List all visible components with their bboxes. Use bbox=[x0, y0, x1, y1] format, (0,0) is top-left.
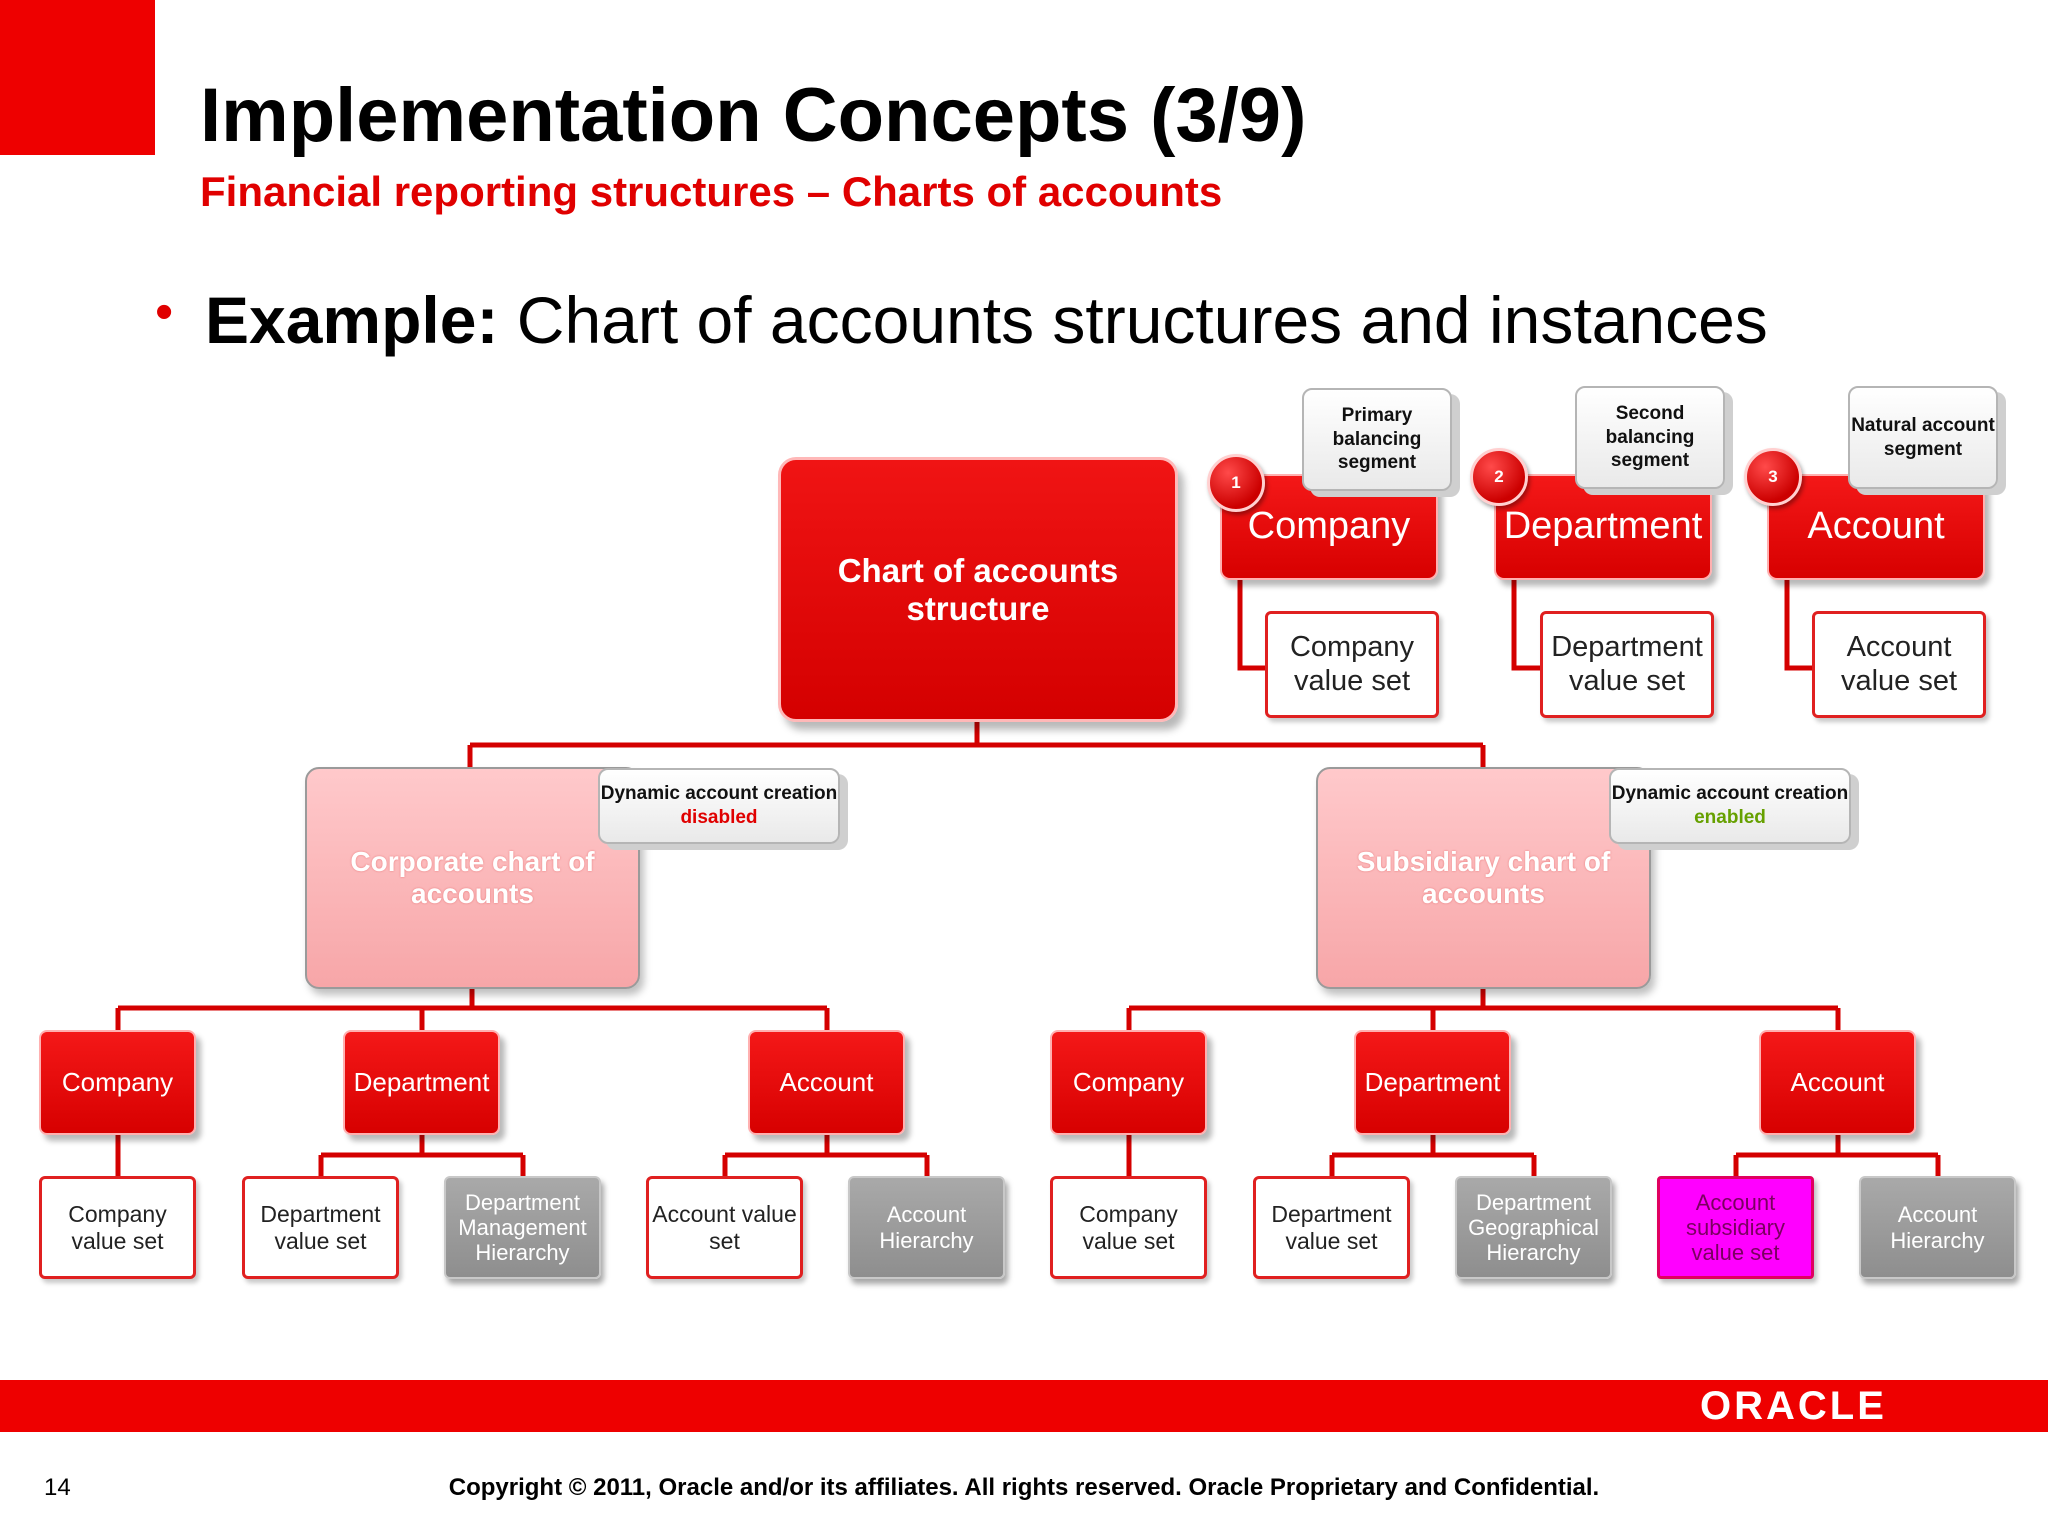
copyright-notice: Copyright © 2011, Oracle and/or its affi… bbox=[448, 1474, 1600, 1501]
bullet-text: Example: Chart of accounts structures an… bbox=[205, 282, 1768, 358]
page-number: 14 bbox=[44, 1474, 71, 1501]
coa-structure-node: Chart of accounts structure bbox=[778, 457, 1178, 722]
second-balancing-callout: Second balancing segment bbox=[1575, 386, 1725, 489]
corporate-account-hierarchy: Account Hierarchy bbox=[848, 1176, 1005, 1279]
corporate-company-header: Company bbox=[39, 1030, 196, 1135]
dynamic-prefix: Dynamic account creation bbox=[1611, 783, 1849, 805]
department-geographical-hierarchy: Department Geographical Hierarchy bbox=[1455, 1176, 1612, 1279]
subsidiary-account-hierarchy: Account Hierarchy bbox=[1859, 1176, 2016, 1279]
slide-subtitle: Financial reporting structures – Charts … bbox=[200, 168, 1223, 215]
segment-account-header: Account bbox=[1767, 474, 1985, 580]
corporate-company-value-set: Company value set bbox=[39, 1176, 196, 1279]
slide-title: Implementation Concepts (3/9) bbox=[200, 73, 1307, 158]
subsidiary-coa-node: Subsidiary chart of accounts bbox=[1316, 767, 1651, 989]
step-3-badge: 3 bbox=[1744, 448, 1802, 506]
subsidiary-department-value-set: Department value set bbox=[1253, 1176, 1410, 1279]
brand-corner-block bbox=[0, 0, 155, 155]
dynamic-prefix: Dynamic account creation bbox=[600, 783, 838, 805]
footer-bar bbox=[0, 1380, 2048, 1432]
dynamic-status-disabled: disabled bbox=[680, 807, 758, 828]
corporate-department-header: Department bbox=[343, 1030, 500, 1135]
subsidiary-dynamic-callout: Dynamic account creation enabled bbox=[1609, 768, 1851, 844]
primary-balancing-callout: Primary balancing segment bbox=[1302, 388, 1452, 491]
bullet-body: Chart of accounts structures and instanc… bbox=[498, 283, 1768, 357]
account-value-set-node: Account value set bbox=[1812, 611, 1986, 718]
department-value-set-node: Department value set bbox=[1540, 611, 1714, 718]
subsidiary-department-header: Department bbox=[1354, 1030, 1511, 1135]
dynamic-status-enabled: enabled bbox=[1694, 807, 1766, 828]
subsidiary-account-header: Account bbox=[1759, 1030, 1916, 1135]
corporate-department-value-set: Department value set bbox=[242, 1176, 399, 1279]
corporate-account-value-set: Account value set bbox=[646, 1176, 803, 1279]
segment-company-header: Company bbox=[1220, 474, 1438, 580]
step-2-badge: 2 bbox=[1470, 448, 1528, 506]
account-subsidiary-value-set: Account subsidiary value set bbox=[1657, 1176, 1814, 1279]
segment-department-header: Department bbox=[1494, 474, 1712, 580]
company-value-set-node: Company value set bbox=[1265, 611, 1439, 718]
corporate-account-header: Account bbox=[748, 1030, 905, 1135]
subsidiary-company-value-set: Company value set bbox=[1050, 1176, 1207, 1279]
step-1-badge: 1 bbox=[1207, 454, 1265, 512]
subsidiary-company-header: Company bbox=[1050, 1030, 1207, 1135]
corporate-dynamic-callout: Dynamic account creation disabled bbox=[598, 768, 840, 844]
bullet-icon: • bbox=[155, 283, 174, 341]
oracle-logo: ORACLE bbox=[1700, 1383, 1887, 1428]
natural-account-callout: Natural account segment bbox=[1848, 386, 1998, 489]
bullet-bold: Example: bbox=[205, 283, 499, 357]
corporate-coa-node: Corporate chart of accounts bbox=[305, 767, 640, 989]
department-management-hierarchy: Department Management Hierarchy bbox=[444, 1176, 601, 1279]
